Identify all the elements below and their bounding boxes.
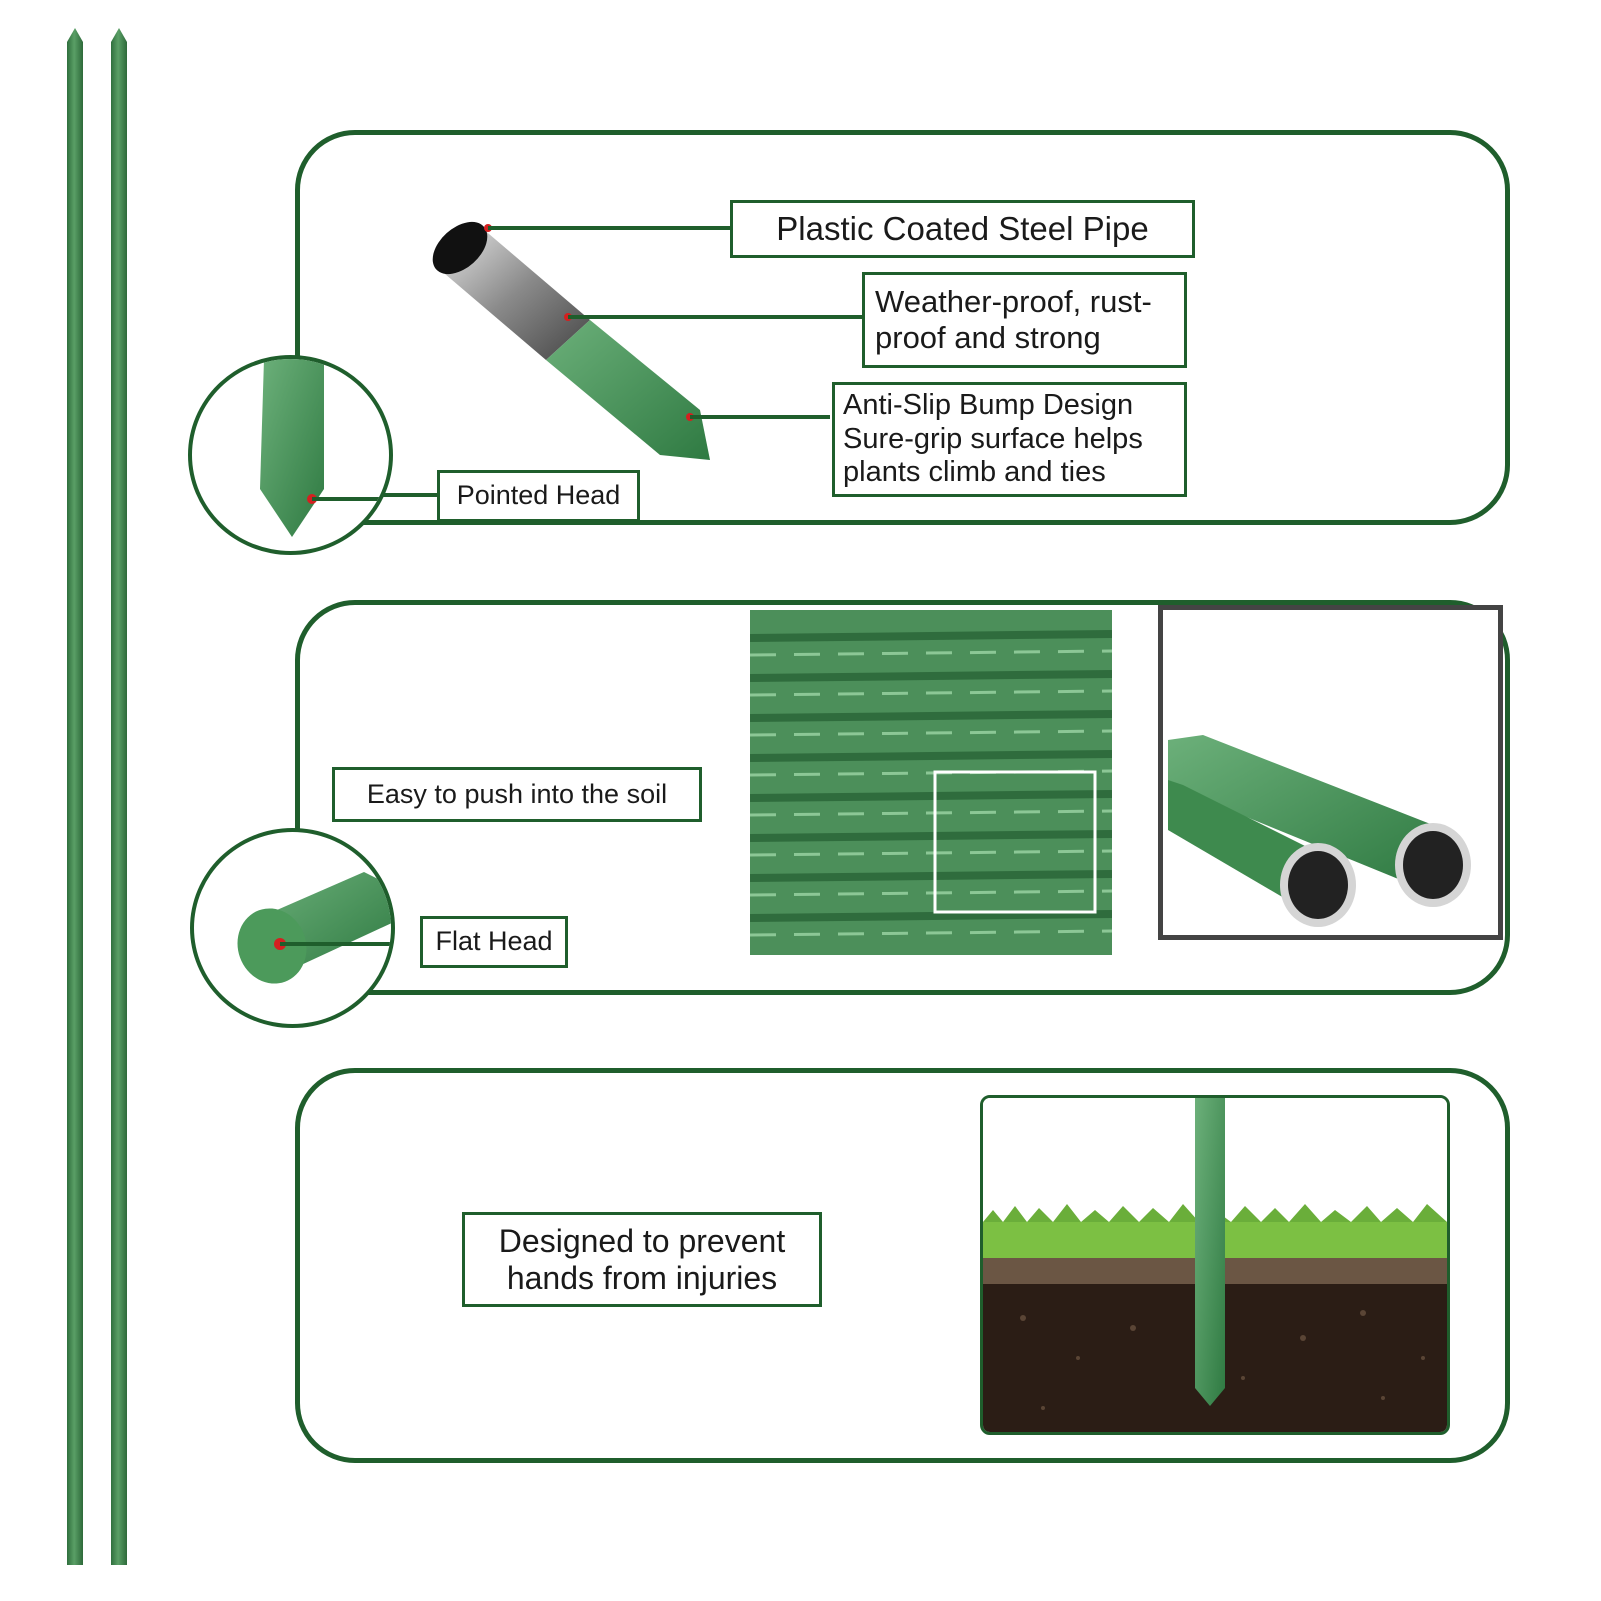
easy-push-label: Easy to push into the soil — [332, 767, 702, 822]
soil-photo-frame — [980, 1095, 1450, 1435]
stake-icon — [1195, 1098, 1225, 1406]
designed-prevent-text: Designed to prevent hands from injuries — [498, 1222, 786, 1296]
anti-slip-label: Anti-Slip Bump Design Sure-grip surface … — [832, 382, 1187, 497]
weather-proof-text: Weather-proof, rust-proof and strong — [875, 284, 1152, 355]
plastic-coated-text: Plastic Coated Steel Pipe — [776, 210, 1149, 248]
pointed-head-text: Pointed Head — [456, 480, 621, 511]
left-stakes — [67, 28, 127, 1565]
pipe-cutaway-icon — [432, 221, 710, 460]
easy-push-text: Easy to push into the soil — [366, 778, 668, 809]
pipe-ends-icon — [1168, 735, 1471, 927]
weather-proof-label: Weather-proof, rust-proof and strong — [862, 272, 1187, 368]
plastic-coated-label: Plastic Coated Steel Pipe — [730, 200, 1195, 258]
designed-prevent-label: Designed to prevent hands from injuries — [462, 1212, 822, 1307]
flat-head-icon — [237, 872, 391, 984]
pointed-head-label: Pointed Head — [437, 470, 640, 522]
pipe-ends-frame — [1158, 605, 1503, 940]
flat-head-text: Flat Head — [435, 926, 553, 957]
pointed-head-icon — [260, 359, 389, 537]
stake-icon — [111, 28, 127, 1565]
stacked-stakes-image — [750, 610, 1112, 955]
anti-slip-text: Anti-Slip Bump Design Sure-grip surface … — [843, 389, 1143, 489]
flat-head-circle — [190, 828, 395, 1028]
flat-head-label: Flat Head — [420, 916, 568, 968]
stake-icon — [67, 28, 83, 1565]
soil-photo — [983, 1098, 1447, 1432]
pointed-head-circle — [188, 355, 393, 555]
